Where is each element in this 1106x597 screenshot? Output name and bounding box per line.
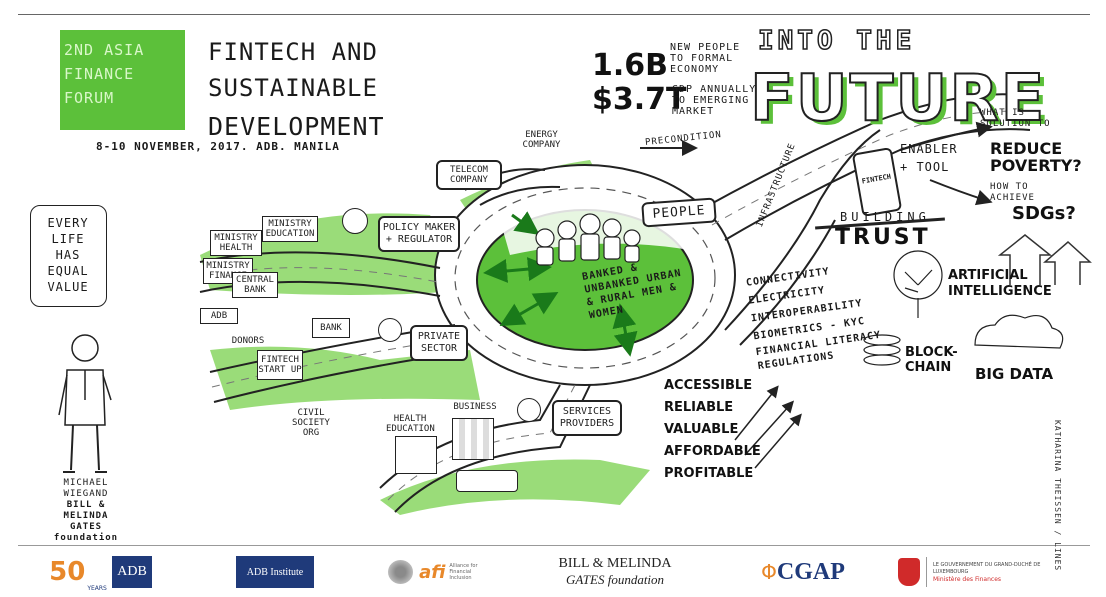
stat2-value: $3.7T [592,82,687,117]
adb-building: ADB [200,308,238,324]
forum-badge [60,30,185,130]
cgap-logo: Φ CGAP [748,556,858,588]
quality-item: VALUABLE [664,422,739,437]
title-line-1: FINTECH AND [208,38,378,66]
lux-text-group: LE GOUVERNEMENT DU GRAND-DUCHÉ DE LUXEMB… [933,562,1053,583]
quality-item: PROFITABLE [664,466,754,481]
business-label: BUSINESS [453,402,497,412]
hospital-building [395,436,437,474]
speaker-org: BILL & MELINDA GATES foundation [53,500,119,543]
adbi-logo: ADB Institute [236,556,314,588]
title-line-3: DEVELOPMENT [208,112,385,141]
gates-foundation-logo: BILL & MELINDA GATES foundation [540,552,690,592]
people-figures [535,213,641,266]
ai-label: ARTIFICIAL INTELLIGENCE [948,268,1052,299]
blockchain-label: BLOCK-CHAIN [905,345,958,375]
fintech-phone-label: FINTECH [861,172,892,186]
adb-50-number: 50 [49,557,86,587]
adbi-logo-text: ADB Institute [246,566,304,578]
bottom-rule [18,545,1090,546]
blockchain-stack [863,334,901,366]
bank-building: BANK [312,318,350,338]
lion-crest-icon [898,558,920,586]
cgap-symbol-icon: Φ [761,560,777,584]
adb-50-years-logo: 50 YEARS [48,552,108,592]
adb-50-sub: YEARS [87,585,107,592]
question-poverty: REDUCE POVERTY? [990,139,1082,175]
event-date: 8-10 NOVEMBER, 2017. ADB. MANILA [96,140,340,153]
private-sector-figure [378,318,402,342]
afi-text: afi [419,561,446,583]
private-sector-box: PRIVATE SECTOR [410,325,468,361]
afi-sub: Alliance for Financial Inclusion [449,563,478,581]
services-figure [517,398,541,422]
people-box: PEOPLE [641,197,717,228]
bus-vehicle [456,470,518,492]
enabler-tool-label: ENABLER + TOOL [900,142,958,174]
donors-label: DONORS [231,336,265,346]
luxembourg-government-logo: LE GOUVERNEMENT DU GRAND-DUCHÉ DE LUXEMB… [898,552,1073,592]
bigdata-label: BIG DATA [975,365,1054,383]
adb-logo: ADB [112,556,152,588]
top-rule [18,14,1090,15]
question-sdgs: SDGs? [1012,203,1076,224]
ministry-education: MINISTRY EDUCATION [262,216,318,242]
quality-item: AFFORDABLE [664,444,761,459]
gates-line-1: BILL & MELINDA [558,556,672,571]
cgap-text: CGAP [776,558,845,585]
infrastructure-list: CONNECTIVITY ELECTRICITY INTEROPERABILIT… [745,257,884,374]
ministry-health: MINISTRY HEALTH [210,230,262,256]
civil-society: CIVIL SOCIETY ORG [292,408,330,438]
lux-line-2: Ministère des Finances [933,575,1002,583]
policy-maker-figure [342,208,368,234]
services-providers-box: SERVICES PROVIDERS [552,400,622,436]
question-poverty-lead: WHAT IS SOLUTION TO [980,108,1051,129]
quality-item: ACCESSIBLE [664,378,753,393]
artist-credit: KATHARINA THEISSEN / LINES [1053,420,1062,572]
fintech-startup: FINTECH START UP [257,350,303,380]
shop-building [452,418,494,460]
quality-item: RELIABLE [664,400,734,415]
stat1-value: 1.6B [592,48,669,83]
telecom-box: TELECOM COMPANY [436,160,502,190]
policy-maker-box: POLICY MAKER + REGULATOR [378,216,460,252]
quote-text: EVERY LIFE HAS EQUAL VALUE [47,216,89,294]
health-education: HEALTH EDUCATION [386,414,435,434]
quote-bubble [30,205,107,307]
energy-label: ENERGY COMPANY [522,130,561,150]
into-the-label: INTO THE [757,25,916,57]
future-label: FUTURE [749,61,1047,137]
forum-badge-text: 2ND ASIA FINANCE FORUM [64,41,145,107]
afi-brain-icon [388,560,414,584]
title-line-2: SUSTAINABLE [208,74,378,102]
afi-logo: afi Alliance for Financial Inclusion [388,556,488,588]
adb-logo-text: ADB [117,564,147,579]
trust-label: TRUST [835,225,931,250]
lux-divider [926,557,927,587]
speaker-figure [55,330,115,480]
qualities-list: ACCESSIBLE RELIABLE VALUABLE AFFORDABLE … [664,375,761,485]
stat1-text: NEW PEOPLE TO FORMAL ECONOMY [670,42,741,75]
lux-line-1: LE GOUVERNEMENT DU GRAND-DUCHÉ DE LUXEMB… [933,561,1041,575]
gates-line-2: GATES foundation [565,572,665,587]
question-sdgs-lead: HOW TO ACHIEVE [990,182,1035,203]
cloud-shape [974,314,1064,349]
speaker-name: MICHAEL WIEGAND [63,478,109,499]
central-bank: CENTRAL BANK [232,272,278,298]
stat2-text: GDP ANNUALLY TO EMERGING MARKET [672,84,757,117]
ai-tree [893,250,943,318]
